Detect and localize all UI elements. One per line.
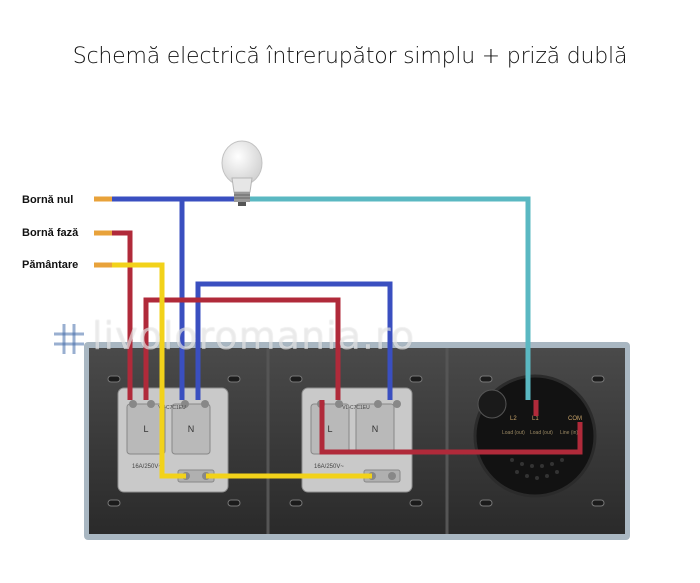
light-bulb-icon <box>221 140 263 206</box>
wire-phase <box>112 230 133 400</box>
socket-right-n-label: N <box>372 424 379 434</box>
wire-phase-switch <box>319 400 583 455</box>
socket-left-l-label: L <box>143 424 148 434</box>
socket-left-rating: 16A/250V~ <box>132 464 162 470</box>
wire-phase-bridge <box>143 297 341 400</box>
switch-pin-com: COM <box>568 416 582 422</box>
switch-module: L2 L1 COM Load (out) Load (out) Line (in… <box>473 374 597 498</box>
wire-switch-output <box>248 196 531 400</box>
switch-pin-l2: L2 <box>510 416 517 422</box>
switch-pin-l1: L1 <box>532 416 539 422</box>
label-phase: Bornă fază <box>22 227 79 239</box>
socket-right-rating: 16A/250V~ <box>314 464 344 470</box>
socket-left-n-label: N <box>188 424 195 434</box>
page-title: Schemă electrică întrerupător simplu + p… <box>72 44 628 69</box>
wire-ground <box>112 262 186 479</box>
switch-marking-3: Line (in) <box>560 430 578 436</box>
socket-left: L N VL-C7C1EU 16A/250V~ <box>117 387 229 493</box>
label-neutral: Bornă nul <box>22 194 74 206</box>
socket-right-code: VL-C7C1EU <box>342 405 370 411</box>
label-ground: Pământare <box>22 259 79 271</box>
switch-marking-2: Load (out) <box>530 430 553 436</box>
wire-neutral-bridge <box>195 281 393 400</box>
switch-marking-1: Load (out) <box>502 430 525 436</box>
socket-right-l-label: L <box>327 424 332 434</box>
watermark-text: livoloromania.ro <box>92 314 416 358</box>
socket-left-code: VL-C7C1EU <box>158 405 186 411</box>
socket-right: L N VL-C7C1EU 16A/250V~ <box>301 387 413 493</box>
watermark-logo-icon <box>54 324 84 354</box>
